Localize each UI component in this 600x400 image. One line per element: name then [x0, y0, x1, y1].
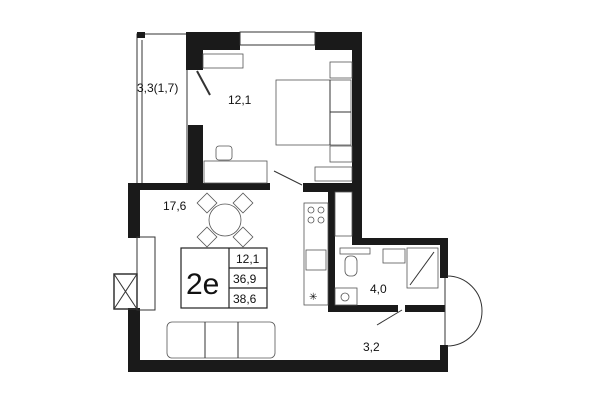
total-area-with-balcony: 38,6 — [233, 292, 257, 306]
room-area-living-kitchen: 17,6 — [163, 199, 187, 213]
room-area-balcony: 3,3(1,7) — [137, 81, 178, 95]
apartment-type: 2e — [186, 268, 219, 301]
desk — [203, 145, 268, 184]
room-area-bedroom: 12,1 — [228, 93, 252, 107]
total-area: 36,9 — [233, 272, 257, 286]
room-area-hallway: 3,2 — [363, 340, 380, 354]
svg-text:✳: ✳ — [309, 292, 317, 303]
windows — [113, 31, 316, 311]
walls — [128, 32, 448, 372]
balcony — [136, 32, 188, 187]
sofa — [166, 321, 276, 359]
living-area: 12,1 — [236, 252, 260, 266]
apartment-summary-box: 2e 12,1 36,9 38,6 — [180, 247, 268, 309]
bed — [202, 53, 353, 182]
doors — [196, 70, 483, 347]
room-area-bathroom: 4,0 — [370, 282, 387, 296]
kitchen-cabinets: ✳ — [303, 202, 329, 306]
bathroom-fixtures — [334, 191, 439, 306]
dining-table — [196, 192, 254, 248]
